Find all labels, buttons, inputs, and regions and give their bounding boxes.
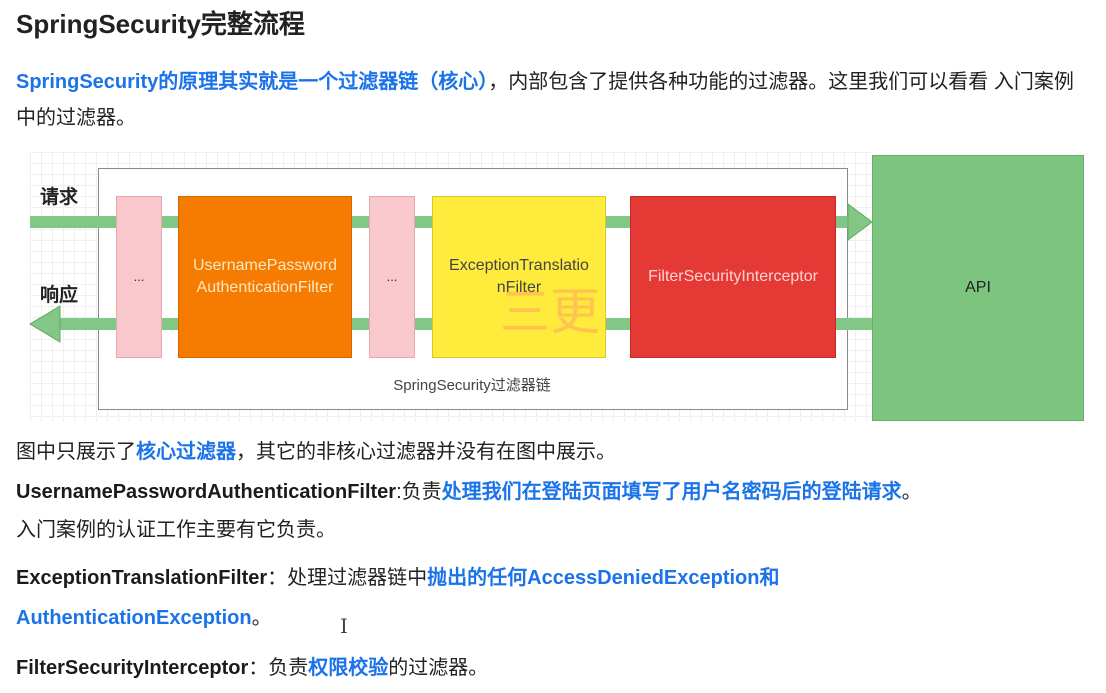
text-cursor-icon: I (340, 614, 348, 638)
arrow-heads (29, 203, 873, 343)
note-core-filters: 图中只展示了核心过滤器，其它的非核心过滤器并没有在图中展示。 (16, 434, 616, 470)
filter-name: ExceptionTranslationFilter (16, 567, 268, 589)
note-text: ：处理过滤器链中 (267, 567, 428, 589)
note-exception-filter-cont: AuthenticationException。 (16, 600, 272, 636)
intro-paragraph: SpringSecurity的原理其实就是一个过滤器链（核心），内部包含了提供各… (16, 64, 1091, 136)
note-username-filter-detail: 入门案例的认证工作主要有它负责。 (16, 519, 336, 541)
note-text: :负责 (396, 481, 442, 503)
note-highlight: 核心过滤器 (136, 441, 236, 463)
note-text: 。 (251, 607, 272, 629)
request-label: 请求 (40, 187, 79, 208)
filter-name: UsernamePasswordAuthenticationFilter (16, 481, 397, 503)
note-text: ：负责 (248, 657, 309, 679)
intro-rest: ，内部包含了提供各种功能的过滤器。这里我们可以看看 入门案例中的过滤器。 (16, 71, 1074, 129)
note-security-interceptor: FilterSecurityInterceptor：负责权限校验的过滤器。 (16, 650, 488, 686)
api-block: API (872, 155, 1084, 421)
filter-chain-diagram: 请求 响应 ... UsernamePassword Authenticatio… (0, 150, 1106, 430)
note-text: ，其它的非核心过滤器并没有在图中展示。 (236, 441, 616, 463)
note-highlight: 抛出的任何AccessDeniedException和 (427, 567, 780, 589)
response-label: 响应 (40, 285, 79, 306)
username-password-filter: UsernamePassword AuthenticationFilter (178, 196, 352, 358)
filter-name: FilterSecurityInterceptor (16, 657, 249, 679)
request-arrow-head (847, 203, 873, 241)
filter-placeholder-2: ... (369, 196, 415, 358)
note-highlight: 权限校验 (308, 657, 389, 679)
chain-label: SpringSecurity过滤器链 (393, 377, 551, 394)
note-highlight: AuthenticationException (16, 607, 252, 629)
note-text: 。 (901, 481, 922, 503)
note-text: 的过滤器。 (388, 657, 489, 679)
page-title: SpringSecurity完整流程 (16, 9, 305, 39)
note-highlight: 处理我们在登陆页面填写了用户名密码后的登陆请求 (441, 481, 902, 503)
filter-security-interceptor: FilterSecurityInterceptor (630, 196, 836, 358)
note-username-filter: UsernamePasswordAuthenticationFilter:负责处… (16, 474, 922, 510)
response-arrow-head (29, 305, 61, 343)
filter-placeholder-1: ... (116, 196, 162, 358)
intro-highlight: SpringSecurity的原理其实就是一个过滤器链（核心） (16, 71, 489, 93)
note-exception-filter: ExceptionTranslationFilter：处理过滤器链中抛出的任何A… (16, 560, 780, 596)
watermark: 三更 (500, 283, 600, 341)
note-text: 图中只展示了 (16, 441, 136, 463)
exception-translation-filter: ExceptionTranslatio nFilter (432, 196, 606, 358)
